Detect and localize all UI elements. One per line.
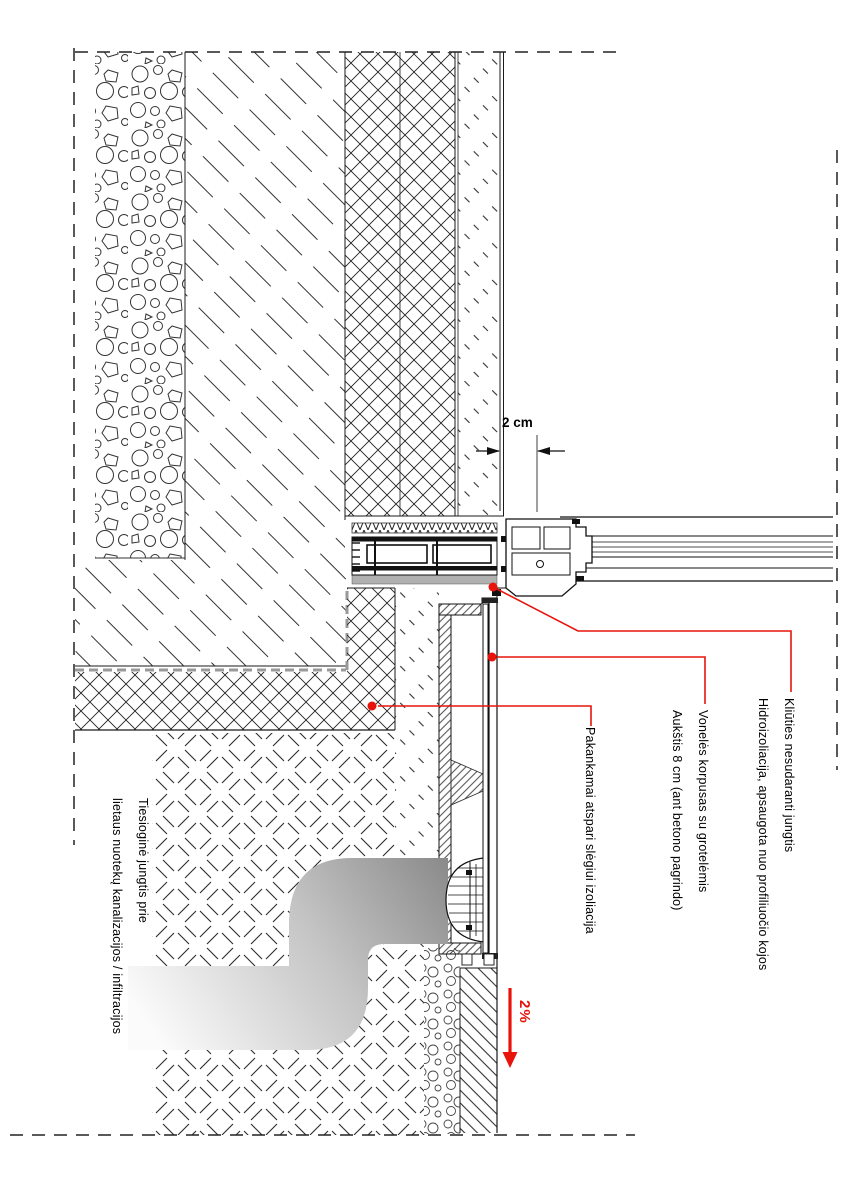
- dimension-2cm: [476, 435, 565, 512]
- label-barrier-free-joint-line2: Hidroizoliacija, apsaugota nuo profiliuo…: [756, 698, 770, 971]
- leader-dots: [367, 582, 498, 711]
- sill-subframe: [351, 522, 498, 585]
- waterproofing-membrane: [75, 588, 349, 672]
- label-barrier-free-joint-line1: Kliūties nesudaranti jungtis: [782, 698, 796, 853]
- gravel-pocket: [424, 948, 460, 1134]
- label-pressure-insulation-line1: Pakankamai atspari slėgiui izoliacija: [583, 727, 597, 934]
- drain-pipe: [128, 858, 448, 1050]
- label-pressure-insulation: Pakankamai atspari slėgiui izoliacija: [577, 727, 603, 934]
- slope-2-percent-label: 2%: [516, 1000, 533, 1024]
- label-channel-body: Vonelės korpusas su grotelėmis Aukštis 8 …: [664, 710, 716, 911]
- leader-lines: [378, 586, 792, 726]
- channel-grate-plates: [461, 598, 498, 966]
- slope-arrow: [502, 988, 518, 1068]
- label-channel-body-line1: Vonelės korpusas su grotelėmis: [696, 710, 710, 893]
- label-direct-connection-line2: lietaus nuotekų kanalizacijos / infiltra…: [110, 798, 124, 1035]
- dimension-2cm-label: 2 cm: [502, 415, 533, 430]
- gravel-drainage-column: [95, 52, 186, 559]
- facade-finish-column: [457, 52, 504, 516]
- masonry-wall-column: [345, 52, 504, 517]
- cut-boundary-dashes: [10, 48, 838, 1136]
- concrete-base-column: [459, 956, 498, 1133]
- label-barrier-free-joint: Kliūties nesudaranti jungtis Hidroizoliac…: [750, 698, 802, 970]
- label-direct-connection: Tiesioginė jungtis prie lietaus nuotekų k…: [104, 798, 156, 1034]
- drain-connector-dome: [445, 857, 485, 943]
- label-direct-connection-line1: Tiesioginė jungtis prie: [136, 798, 150, 924]
- label-channel-body-line2: Aukštis 8 cm (ant betono pagrindo): [670, 710, 684, 911]
- door-frame-profile: [481, 516, 833, 604]
